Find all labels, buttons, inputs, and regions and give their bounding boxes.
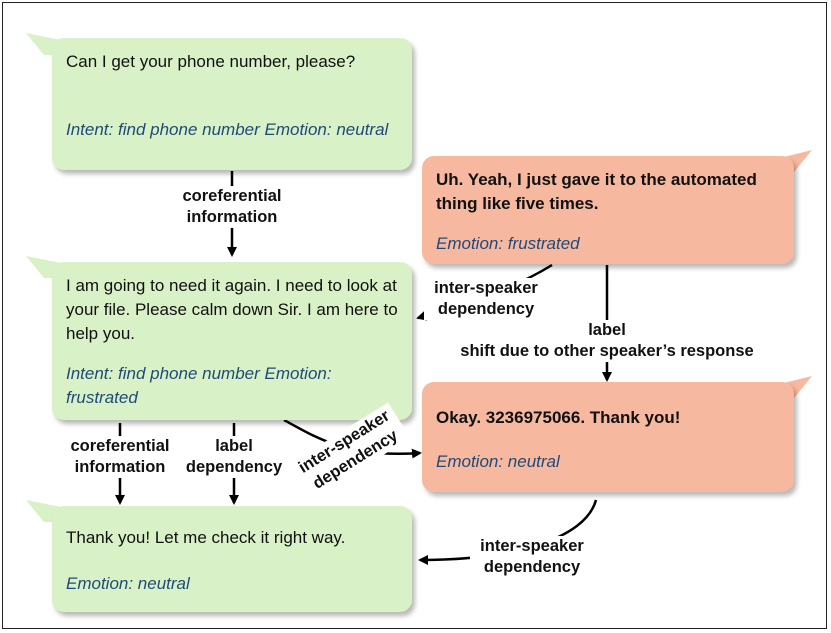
- intent-value: : find phone number: [108, 120, 265, 139]
- utterance-3: I am going to need it again. I need to l…: [52, 262, 412, 420]
- utterance-5-text: Thank you! Let me check it right way.: [66, 528, 346, 547]
- utterance-3-text: I am going to need it again. I need to l…: [66, 276, 398, 343]
- intent-label: Intent: [66, 120, 109, 139]
- utterance-1-meta: Intent: find phone number Emotion: neutr…: [66, 118, 406, 142]
- utterance-2-text: Uh. Yeah, I just gave it to the automate…: [436, 170, 757, 213]
- utterance-1-text: Can I get your phone number, please?: [66, 52, 356, 71]
- utterance-1: Can I get your phone number, please? Int…: [52, 38, 412, 170]
- emotion-value: frustrated: [66, 388, 138, 407]
- utterance-2-emotion: Emotion: frustrated: [436, 234, 580, 253]
- utterance-3-meta: Intent: find phone number Emotion: frust…: [66, 362, 406, 410]
- utterance-5: Thank you! Let me check it right way. Em…: [52, 506, 412, 612]
- utterance-5-emotion: Emotion: neutral: [66, 574, 190, 593]
- utterance-4-emotion: Emotion: neutral: [436, 452, 560, 471]
- utterance-4-text: Okay. 3236975066. Thank you!: [436, 408, 681, 427]
- utterance-4: Okay. 3236975066. Thank you! Emotion: ne…: [422, 382, 794, 492]
- emotion-label: Emotion:: [264, 120, 332, 139]
- intent-label: Intent: [66, 364, 109, 383]
- intent-value: : find phone number: [108, 364, 265, 383]
- emotion-label: Emotion:: [264, 364, 332, 383]
- utterance-2: Uh. Yeah, I just gave it to the automate…: [422, 156, 794, 264]
- emotion-value: neutral: [336, 120, 389, 139]
